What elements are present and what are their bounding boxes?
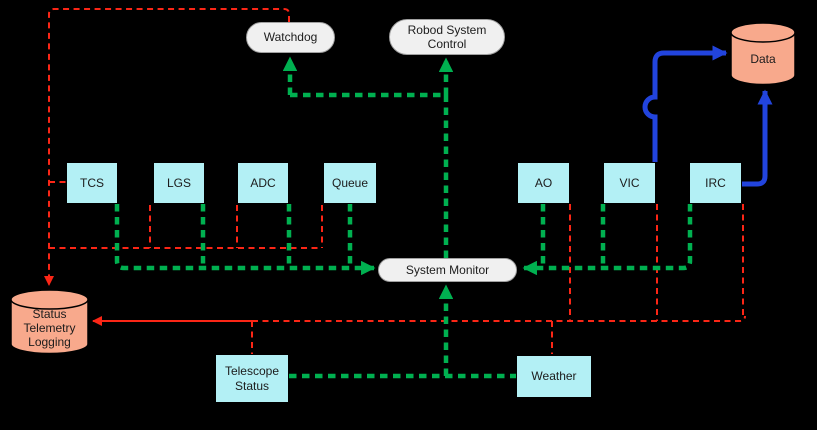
node-status-telemetry-logging: Status Telemetry Logging xyxy=(10,289,89,355)
node-weather: Weather xyxy=(516,355,592,398)
node-watchdog: Watchdog xyxy=(246,22,335,53)
edge-watchdog-to-status-logging xyxy=(44,8,290,286)
node-ao-label: AO xyxy=(534,175,553,190)
node-ao: AO xyxy=(517,162,570,204)
blue-data-edges xyxy=(642,45,773,187)
node-lgs-label: LGS xyxy=(166,175,191,190)
node-vic-label: VIC xyxy=(619,175,640,190)
node-lgs: LGS xyxy=(153,162,205,204)
green-monitor-edges xyxy=(114,56,693,379)
data-cylinder-shape xyxy=(730,22,796,86)
node-status-telemetry-logging-label: Status Telemetry Logging xyxy=(23,306,76,350)
node-watchdog-label: Watchdog xyxy=(263,30,318,45)
status-logging-cylinder-shape xyxy=(10,289,89,355)
node-data-store: Data xyxy=(730,22,796,86)
edge-tcs-to-system-monitor xyxy=(114,204,376,276)
node-robod-system-control: Robod System Control xyxy=(389,19,505,55)
node-tcs-label: TCS xyxy=(80,175,104,190)
node-telescope-status-label: Telescope Status xyxy=(224,364,280,393)
node-telescope-status: Telescope Status xyxy=(215,354,289,403)
node-system-monitor-label: System Monitor xyxy=(405,262,490,277)
node-tcs: TCS xyxy=(66,162,118,204)
node-queue: Queue xyxy=(323,162,377,204)
node-irc: IRC xyxy=(689,162,742,204)
node-vic: VIC xyxy=(603,162,656,204)
node-data-store-label: Data xyxy=(750,51,776,66)
red-telemetry-edges xyxy=(44,8,746,354)
edge-irc-to-data xyxy=(742,89,773,187)
node-queue-label: Queue xyxy=(331,175,369,190)
node-adc-label: ADC xyxy=(250,175,276,190)
node-irc-label: IRC xyxy=(705,175,726,190)
node-adc: ADC xyxy=(237,162,289,204)
node-robod-system-control-label: Robod System Control xyxy=(407,22,487,51)
edge-vic-to-data xyxy=(642,45,728,162)
edge-irc-to-system-monitor xyxy=(522,204,693,276)
node-system-monitor: System Monitor xyxy=(378,258,517,282)
node-weather-label: Weather xyxy=(531,369,577,384)
edge-red-bus-right xyxy=(252,315,746,322)
